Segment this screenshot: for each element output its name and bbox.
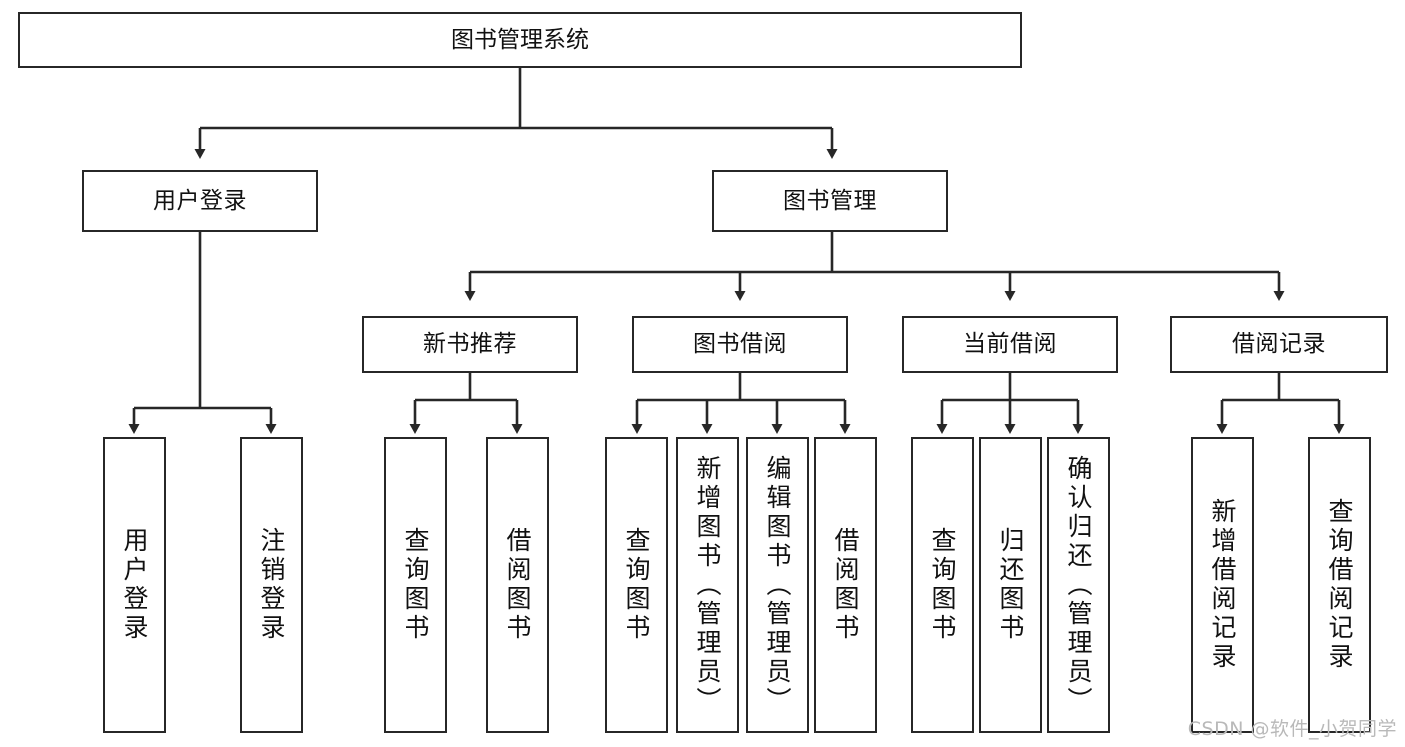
node-leaf-logout-login-label: 注销登录: [257, 527, 286, 643]
node-leaf-borrow-book-label: 借阅图书: [831, 527, 860, 643]
node-leaf-user-login-label: 用户登录: [120, 527, 149, 643]
node-leaf-logout-login[interactable]: 注销登录: [240, 437, 303, 733]
node-leaf-borrow-book[interactable]: 借阅图书: [814, 437, 877, 733]
node-leaf-query-book-rec[interactable]: 查询图书: [384, 437, 447, 733]
node-leaf-borrow-book-rec[interactable]: 借阅图书: [486, 437, 549, 733]
node-book-borrow[interactable]: 图书借阅: [632, 316, 848, 373]
csdn-watermark: CSDN @软件_小贺同学: [1187, 718, 1397, 740]
node-leaf-add-book-label: 新增图书（管理员）: [693, 454, 722, 716]
node-leaf-query-record-label: 查询借阅记录: [1325, 498, 1354, 672]
node-leaf-query-book-rec-label: 查询图书: [401, 527, 430, 643]
node-leaf-query-book-cur[interactable]: 查询图书: [911, 437, 974, 733]
node-borrow-record[interactable]: 借阅记录: [1170, 316, 1388, 373]
node-leaf-user-login[interactable]: 用户登录: [103, 437, 166, 733]
node-leaf-return-book[interactable]: 归还图书: [979, 437, 1042, 733]
node-leaf-edit-book[interactable]: 编辑图书（管理员）: [746, 437, 809, 733]
node-leaf-return-book-label: 归还图书: [996, 527, 1025, 643]
node-leaf-add-book[interactable]: 新增图书（管理员）: [676, 437, 739, 733]
node-leaf-query-record[interactable]: 查询借阅记录: [1308, 437, 1371, 733]
node-book-manage[interactable]: 图书管理: [712, 170, 948, 232]
node-leaf-add-record-label: 新增借阅记录: [1208, 498, 1237, 672]
node-leaf-query-book-cur-label: 查询图书: [928, 527, 957, 643]
node-leaf-add-record[interactable]: 新增借阅记录: [1191, 437, 1254, 733]
node-new-book-recommend[interactable]: 新书推荐: [362, 316, 578, 373]
node-root-system[interactable]: 图书管理系统: [18, 12, 1022, 68]
node-current-borrow[interactable]: 当前借阅: [902, 316, 1118, 373]
node-leaf-query-book-borrow[interactable]: 查询图书: [605, 437, 668, 733]
node-leaf-confirm-return[interactable]: 确认归还（管理员）: [1047, 437, 1110, 733]
node-user-login[interactable]: 用户登录: [82, 170, 318, 232]
node-leaf-edit-book-label: 编辑图书（管理员）: [763, 454, 792, 716]
node-leaf-confirm-return-label: 确认归还（管理员）: [1064, 454, 1093, 716]
node-leaf-borrow-book-rec-label: 借阅图书: [503, 527, 532, 643]
node-leaf-query-book-borrow-label: 查询图书: [622, 527, 651, 643]
